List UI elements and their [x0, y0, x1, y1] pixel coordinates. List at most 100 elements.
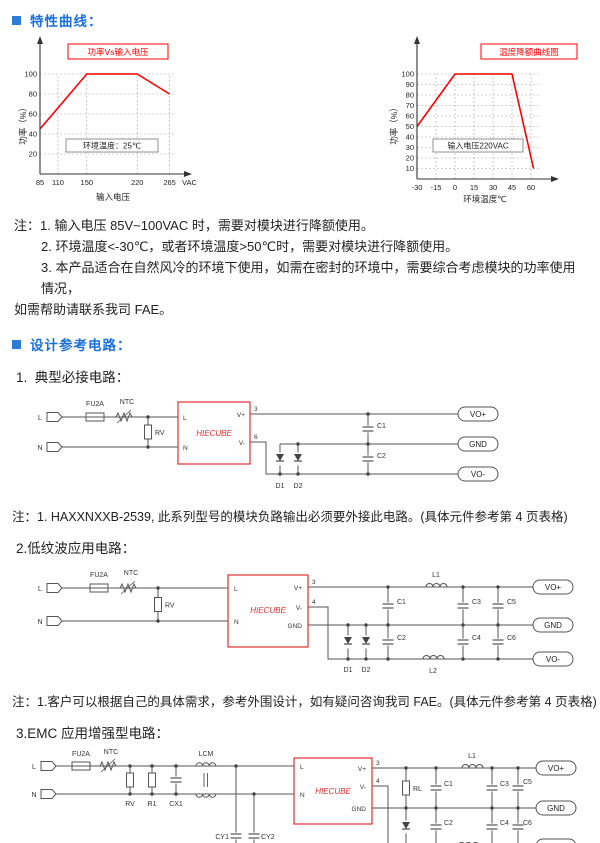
module-pin-l: L [300, 764, 304, 771]
y-tick-label: 40 [406, 133, 414, 142]
y-tick-label: 20 [29, 150, 37, 159]
fuse: FU2A [71, 751, 91, 771]
module-box: HIECUBE L N V+ V- 3 6 [177, 401, 258, 465]
svg-text:C4: C4 [500, 820, 509, 827]
svg-text:L1: L1 [468, 753, 476, 760]
y-tick-label: 100 [401, 70, 414, 79]
y-tick-label: 40 [29, 130, 37, 139]
inductor-l2: L2 [422, 655, 445, 675]
note-line: 2. 环境温度<-30℃，或者环境温度>50℃时，需要对模块进行降额使用。 [41, 239, 459, 255]
capacitor-cx1: CX1 [169, 776, 183, 808]
svg-text:L: L [38, 415, 42, 422]
svg-text:N: N [37, 445, 42, 452]
y-tick-label: 60 [29, 110, 37, 119]
capacitor-c5: C5 [511, 779, 532, 793]
svg-text:N: N [37, 619, 42, 626]
section-title-curves: 特性曲线： [30, 14, 103, 29]
note-line: 注：1. 输入电压 85V~100VAC 时，需要对模块进行降额使用。 [14, 218, 374, 233]
svg-text:C5: C5 [523, 779, 532, 786]
svg-text:C4: C4 [472, 635, 481, 642]
capacitor-c2: C2 [361, 453, 386, 464]
capacitor-c1: C1 [429, 781, 453, 793]
input-terminal-n: N [37, 442, 63, 453]
circuit-typical-required: L N FU2A NTC RV HIECUBE L N V+ V- 3 6 [37, 399, 499, 490]
module-brand: HIECUBE [196, 429, 232, 438]
y-tick-label: 20 [406, 154, 414, 163]
y-tick-label: 60 [406, 112, 414, 121]
svg-text:R1: R1 [148, 801, 157, 808]
module-pin-vminus: V- [239, 440, 245, 447]
y-axis-label: 功率（%） [389, 103, 399, 145]
fuse: FU2A [85, 401, 105, 422]
input-terminal-l: L [32, 761, 57, 772]
circuit1-title: 1. 典型必接电路： [16, 370, 130, 386]
chart-title-box: 温度降额曲线图 [480, 43, 578, 60]
svg-text:LCM: LCM [199, 751, 214, 758]
diode-d1: D1 [274, 452, 286, 490]
svg-text:C1: C1 [444, 781, 453, 788]
resistor-r1: R1 [148, 772, 157, 808]
capacitor-c6: C6 [511, 820, 532, 832]
svg-text:L2: L2 [429, 668, 437, 675]
svg-text:D2: D2 [294, 483, 303, 490]
x-tick-label: -30 [412, 183, 423, 192]
input-terminal-n: N [31, 789, 57, 800]
input-terminal-l: L [38, 412, 63, 423]
svg-text:VO-: VO- [546, 655, 561, 664]
junction-dots [128, 764, 520, 810]
svg-text:C6: C6 [523, 820, 532, 827]
output-terminal-gnd: GND [535, 800, 577, 816]
varistor-rv: RV [154, 597, 175, 613]
svg-text:C1: C1 [377, 423, 386, 430]
note-line: 3. 本产品适合在自然风冷的环境下使用，如需在密封的环境中，需要综合考虑模块的功… [41, 260, 576, 297]
x-tick-label: 45 [508, 183, 516, 192]
y-tick-label: 100 [24, 70, 37, 79]
x-tick-label: 0 [453, 183, 457, 192]
svg-text:C1: C1 [397, 599, 406, 606]
derating-curve [416, 73, 535, 169]
svg-text:C3: C3 [500, 781, 509, 788]
chart-axes [37, 36, 192, 177]
common-mode-choke-lcm: LCM [195, 751, 217, 799]
inductor-l1: L1 [425, 572, 448, 588]
varistor-rv: RV [125, 772, 135, 808]
svg-text:L1: L1 [432, 572, 440, 579]
pin-number-4: 4 [312, 599, 316, 606]
chart-grid [416, 73, 539, 179]
output-terminal-vo-plus: VO+ [532, 579, 574, 595]
x-tick-label: 265 [163, 178, 176, 187]
module-pin-n: N [183, 445, 188, 452]
section-header-design: 设计参考电路： [12, 334, 600, 354]
svg-text:D2: D2 [362, 667, 371, 674]
chart-annotation-box: 环境温度：25℃ [65, 138, 159, 153]
svg-text:C5: C5 [507, 599, 516, 606]
svg-text:D1: D1 [276, 483, 285, 490]
module-pin-vplus: V+ [358, 766, 366, 773]
module-box: HIECUBE L N V+ V- GND 3 4 [227, 574, 316, 648]
circuit1-note: 注：1. HAXXNXXB-2539, 此系列型号的模块负路输出必须要外接此电路… [12, 510, 568, 525]
x-tick-label: -15 [431, 183, 442, 192]
y-tick-label: 80 [406, 91, 414, 100]
ntc-thermistor: NTC [119, 570, 138, 595]
pin-number-3: 3 [254, 406, 258, 413]
chart-title: 温度降额曲线图 [499, 47, 559, 57]
module-pin-l: L [183, 415, 187, 422]
svg-text:FU2A: FU2A [90, 572, 108, 579]
capacitor-c1: C1 [361, 423, 386, 434]
output-terminal-vo-plus: VO+ [457, 406, 499, 422]
x-tick-label: 15 [470, 183, 478, 192]
capacitor-c6: C6 [491, 635, 516, 647]
diode-d2: D2 [360, 635, 372, 674]
x-tick-label: 220 [131, 178, 144, 187]
chart-annotation: 环境温度：25℃ [83, 141, 141, 151]
section-header-curves: 特性曲线： [12, 10, 600, 30]
svg-text:C3: C3 [472, 599, 481, 606]
svg-text:RV: RV [125, 801, 135, 808]
x-axis-unit: VAC [182, 178, 197, 187]
y-tick-label: 90 [406, 80, 414, 89]
svg-text:NTC: NTC [104, 749, 118, 756]
chart-title-box: 功率Vs输入电压 [67, 43, 169, 60]
